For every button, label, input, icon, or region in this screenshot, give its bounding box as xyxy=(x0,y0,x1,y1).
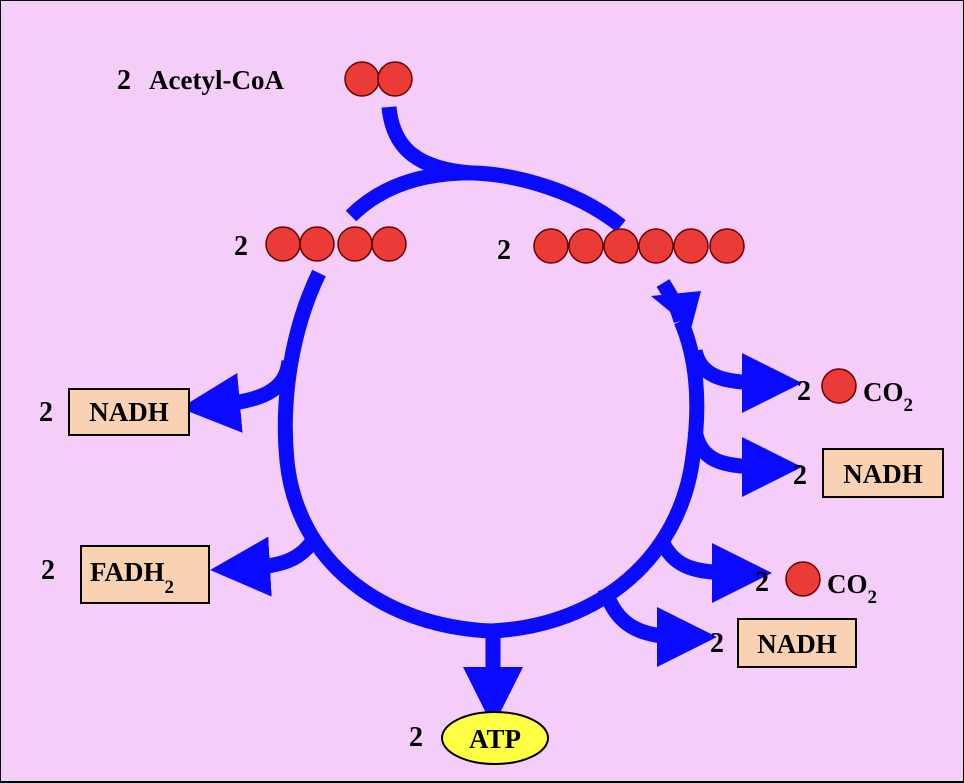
carbon-atom xyxy=(603,228,639,264)
co2-lower-text: CO xyxy=(827,569,868,599)
branch-nadh-left xyxy=(180,359,297,433)
carbon-atom xyxy=(371,226,407,262)
co2-lower-count: 2 xyxy=(755,567,769,598)
cycle-loop-path xyxy=(345,165,626,232)
co2-upper-text: CO xyxy=(863,377,904,407)
co2-upper-label: CO2 xyxy=(863,377,913,416)
carbon-atom xyxy=(568,228,604,264)
fadh2-text: FADH xyxy=(90,557,165,587)
branch-co2-upper xyxy=(687,348,802,413)
co2-upper-carbon xyxy=(821,368,857,404)
atp-ellipse xyxy=(441,711,549,765)
carbon4-count: 2 xyxy=(234,231,248,262)
acetyl-carbons xyxy=(344,61,413,97)
carbon-atom xyxy=(299,226,335,262)
branch-nadh-right-lower xyxy=(597,586,717,667)
carbon-atom xyxy=(673,228,709,264)
nadh-right-lower-count: 2 xyxy=(710,628,724,659)
cycle-left-path xyxy=(277,269,705,639)
carbon-atom xyxy=(709,228,745,264)
fadh2-label: FADH2 xyxy=(90,557,174,598)
co2-lower-label: CO2 xyxy=(827,569,877,608)
fadh2-subscript: 2 xyxy=(165,577,175,598)
co2-lower-subscript: 2 xyxy=(868,587,878,608)
atp-count: 2 xyxy=(409,722,423,753)
co2-upper-subscript: 2 xyxy=(904,395,914,416)
branch-nadh-right-upper xyxy=(687,429,802,497)
branch-co2-lower xyxy=(654,535,772,603)
four-carbon-compound xyxy=(265,226,407,262)
cycle-entry-path xyxy=(381,106,472,181)
nadh-right-upper-box xyxy=(822,448,944,498)
nadh-left-count: 2 xyxy=(39,397,53,428)
atp-label: ATP xyxy=(469,724,521,754)
carbon6-count: 2 xyxy=(497,235,511,266)
fadh2-box xyxy=(80,545,210,604)
cycle-direction-arrowhead xyxy=(651,291,701,329)
carbon-atom xyxy=(533,228,569,264)
six-carbon-compound xyxy=(533,228,745,264)
carbon-atom xyxy=(638,228,674,264)
nadh-right-upper-count: 2 xyxy=(793,460,807,491)
nadh-right-upper-label: NADH xyxy=(843,459,923,489)
co2-upper-count: 2 xyxy=(797,376,811,407)
branch-fadh2 xyxy=(210,531,323,597)
carbon-atom xyxy=(377,61,413,97)
carbon-atom xyxy=(344,61,380,97)
fadh2-count: 2 xyxy=(41,555,55,586)
acetyl-count: 2 xyxy=(117,65,131,96)
nadh-right-lower-box xyxy=(737,618,857,668)
carbon-atom xyxy=(337,226,373,262)
co2-lower-carbon xyxy=(785,561,821,597)
carbon-atom xyxy=(265,226,301,262)
acetyl-label: Acetyl-CoA xyxy=(149,65,284,95)
nadh-left-box xyxy=(68,388,190,436)
nadh-left-label: NADH xyxy=(89,397,169,427)
nadh-right-lower-label: NADH xyxy=(757,629,837,659)
